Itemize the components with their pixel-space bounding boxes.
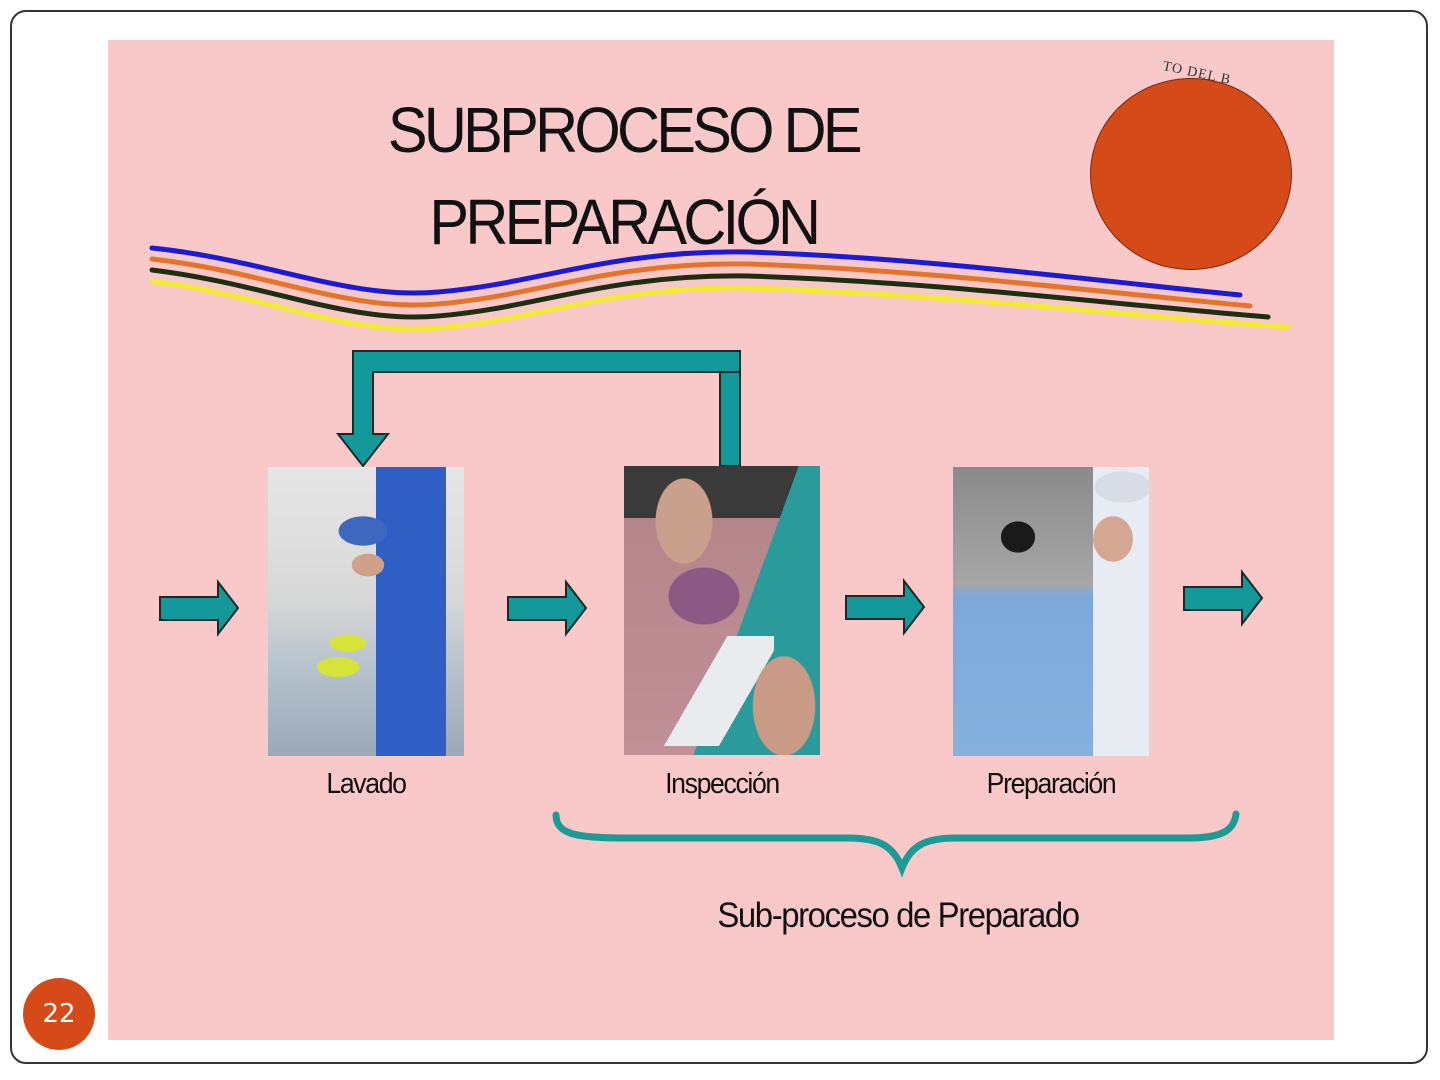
step-label-inspeccion: Inspección xyxy=(665,768,780,800)
institution-logo: TO DEL B xyxy=(1090,59,1296,272)
wave-line-dark xyxy=(149,267,1271,320)
slide: SUBPROCESO DE PREPARACIÓN TO DEL B Lavad… xyxy=(108,40,1334,1040)
decorative-wave-lines xyxy=(149,245,1291,332)
step-label-preparacion: Preparación xyxy=(986,768,1117,800)
inspeccion-photo xyxy=(624,466,820,755)
flow-arrow-inspeccion-to-preparacion xyxy=(845,578,926,636)
page-number-badge: 22 xyxy=(23,978,95,1050)
title-line-1: SUBPROCESO DE xyxy=(387,94,863,166)
wave-line-blue xyxy=(149,245,1243,298)
curly-bracket xyxy=(552,810,1240,878)
wave-line-yellow xyxy=(149,278,1291,332)
flow-arrow-lavado-to-inspeccion xyxy=(507,579,588,637)
logo-circle-cover xyxy=(1090,78,1292,270)
feedback-loop-bar xyxy=(335,350,741,468)
title-line-2: PREPARACIÓN xyxy=(429,186,821,258)
lavado-photo xyxy=(268,467,464,756)
diagram-shapes xyxy=(149,245,1291,878)
flow-arrow-out xyxy=(1183,569,1264,627)
bracket-label: Sub-proceso de Preparado xyxy=(717,896,1080,935)
step-label-lavado: Lavado xyxy=(326,768,407,800)
wave-line-orange xyxy=(149,256,1253,309)
flow-arrow-in xyxy=(159,579,240,637)
preparacion-photo xyxy=(953,467,1149,756)
slide-title: SUBPROCESO DE PREPARACIÓN xyxy=(144,84,1102,268)
